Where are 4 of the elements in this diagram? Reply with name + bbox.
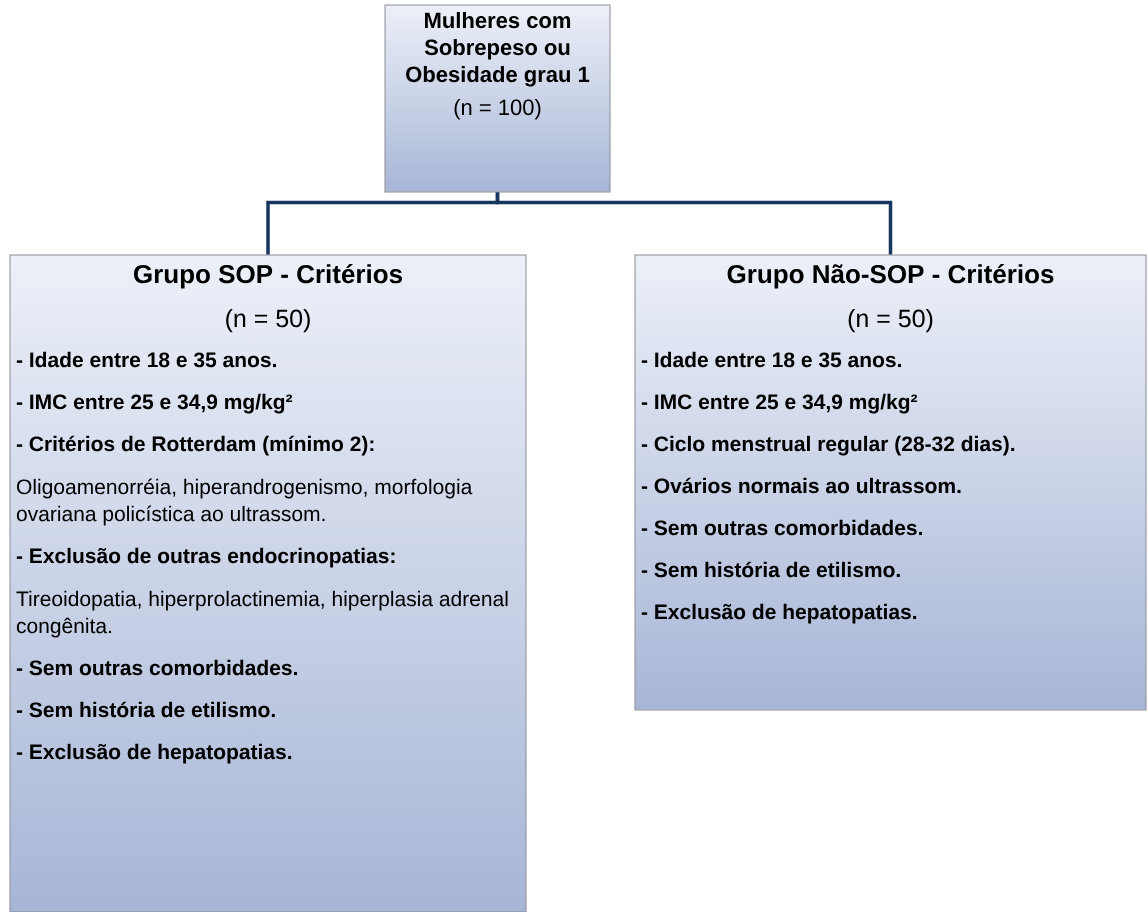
criteria-box: Grupo SOP - Critérios (n = 50) - Idade entre 18 e 35 anos. - IMC entre 25 e 34,9 mg/kg² - Critérios de Rotterdam (mínimo 2): Oligoamenorréia, hiperandrogenismo, morfologia ovariana policística ao ultrassom. - Exclusão de outras endocrinopatias: Tireoidopatia, hiperprolactinemia, hiperplasia adrenal congênita. - Sem outras comorbidades. - Sem história de etilismo. - Exclusão de hepatopatias.	[9, 254, 527, 912]
connector-line	[495, 192, 893, 255]
criteria-box: Mulheres com Sobrepeso ou Obesidade grau 1 (n = 100)	[384, 4, 611, 193]
criteria-box: Grupo Não-SOP - Critérios (n = 50) - Idade entre 18 e 35 anos. - IMC entre 25 e 34,9 mg/kg² - Ciclo menstrual regular (28-32 dias). - Ovários normais ao ultrassom. - Sem outras comorbidades. - Sem história de etilismo. - Exclusão de hepatopatias.	[634, 254, 1147, 711]
